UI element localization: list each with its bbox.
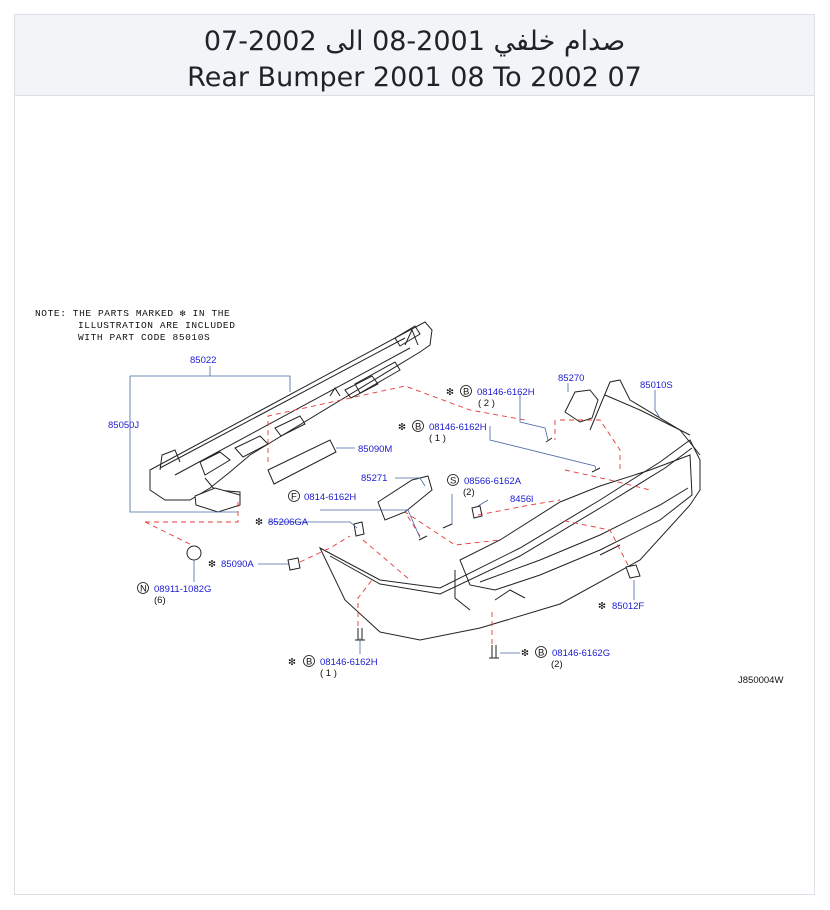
label-85012F[interactable]: 85012F <box>612 601 644 612</box>
letter-b: B <box>538 648 544 659</box>
qty-08146-6162H-lower: ( 1 ) <box>320 668 337 679</box>
note-line-3: WITH PART CODE 85010S <box>78 332 210 343</box>
qty-08146-6162H-upper: ( 2 ) <box>478 398 495 409</box>
letter-f: F <box>291 492 297 503</box>
label-85270[interactable]: 85270 <box>558 373 584 384</box>
title-english: Rear Bumper 2001 08 To 2002 07 <box>187 62 642 93</box>
mark-icon: ❇ <box>208 559 216 570</box>
label-85022[interactable]: 85022 <box>190 355 216 366</box>
label-08911-1082G[interactable]: 08911-1082G <box>154 584 211 595</box>
nut-08911 <box>186 545 202 561</box>
letter-b-circle <box>460 385 472 397</box>
letter-b: B <box>463 387 469 398</box>
energy-absorber <box>267 439 337 485</box>
label-08566-6162A[interactable]: 08566-6162A <box>464 476 522 487</box>
note-line-1: NOTE: THE PARTS MARKED ❇ IN THE <box>35 308 230 319</box>
label-85090A[interactable]: 85090A <box>221 559 254 570</box>
mark-icon: ❇ <box>446 387 454 398</box>
label-85010S[interactable]: 85010S <box>640 380 673 391</box>
letter-n-circle <box>137 582 149 594</box>
clip-85012F <box>625 564 641 579</box>
label-08146-6162H-middle[interactable]: 08146-6162H <box>429 422 487 433</box>
leader-lines <box>129 366 661 654</box>
side-bracket-85271 <box>377 475 433 521</box>
assembly-guides <box>144 385 651 644</box>
label-partial-right[interactable]: 8456l <box>510 494 533 505</box>
title-arabic: صدام خلفي 2001-08 الى 2002-07 <box>203 26 626 57</box>
letter-b: B <box>306 657 312 668</box>
note-line-2: ILLUSTRATION ARE INCLUDED <box>78 320 236 331</box>
clip-08566 <box>471 505 483 519</box>
letter-f-circle <box>288 490 300 502</box>
qty-08146-6162G: (2) <box>551 659 563 670</box>
letter-s-circle <box>447 474 459 486</box>
mark-icon: ❇ <box>521 648 529 659</box>
label-08146-6162H-lower[interactable]: 08146-6162H <box>320 657 378 668</box>
qty-08911-1082G: (6) <box>154 595 166 606</box>
label-85206GA[interactable]: 85206GA <box>268 517 309 528</box>
letter-b-circle <box>535 646 547 658</box>
reinforcement-beam <box>149 321 433 513</box>
mark-icon: ❇ <box>288 657 296 668</box>
bolt-bottom-right <box>489 645 499 659</box>
bolts-small <box>418 437 601 541</box>
label-partial-f[interactable]: 0814-6162H <box>304 492 356 503</box>
mark-icon: ❇ <box>598 601 606 612</box>
label-08146-6162G[interactable]: 08146-6162G <box>552 648 610 659</box>
page-header: صدام خلفي 2001-08 الى 2002-07 Rear Bumpe… <box>15 15 814 96</box>
qty-08566-6162A: (2) <box>463 487 475 498</box>
label-08146-6162H-upper[interactable]: 08146-6162H <box>477 387 535 398</box>
qty-08146-6162H-middle: ( 1 ) <box>429 433 446 444</box>
letter-b-circle <box>412 420 424 432</box>
mark-icon: ❇ <box>398 422 406 433</box>
mark-icon: ❇ <box>255 517 263 528</box>
label-85050J[interactable]: 85050J <box>108 420 139 431</box>
label-85090M[interactable]: 85090M <box>358 444 392 455</box>
side-bracket-85270 <box>564 389 599 423</box>
letter-s: S <box>450 476 456 487</box>
letter-n: N <box>140 584 147 595</box>
letter-b: B <box>415 422 421 433</box>
clip-85206GA <box>353 521 365 537</box>
clip-85090A <box>287 557 301 571</box>
diagram-reference-code: J850004W <box>738 675 783 686</box>
letter-b-circle <box>303 655 315 667</box>
bumper-fascia <box>318 379 701 641</box>
label-85271[interactable]: 85271 <box>361 473 387 484</box>
